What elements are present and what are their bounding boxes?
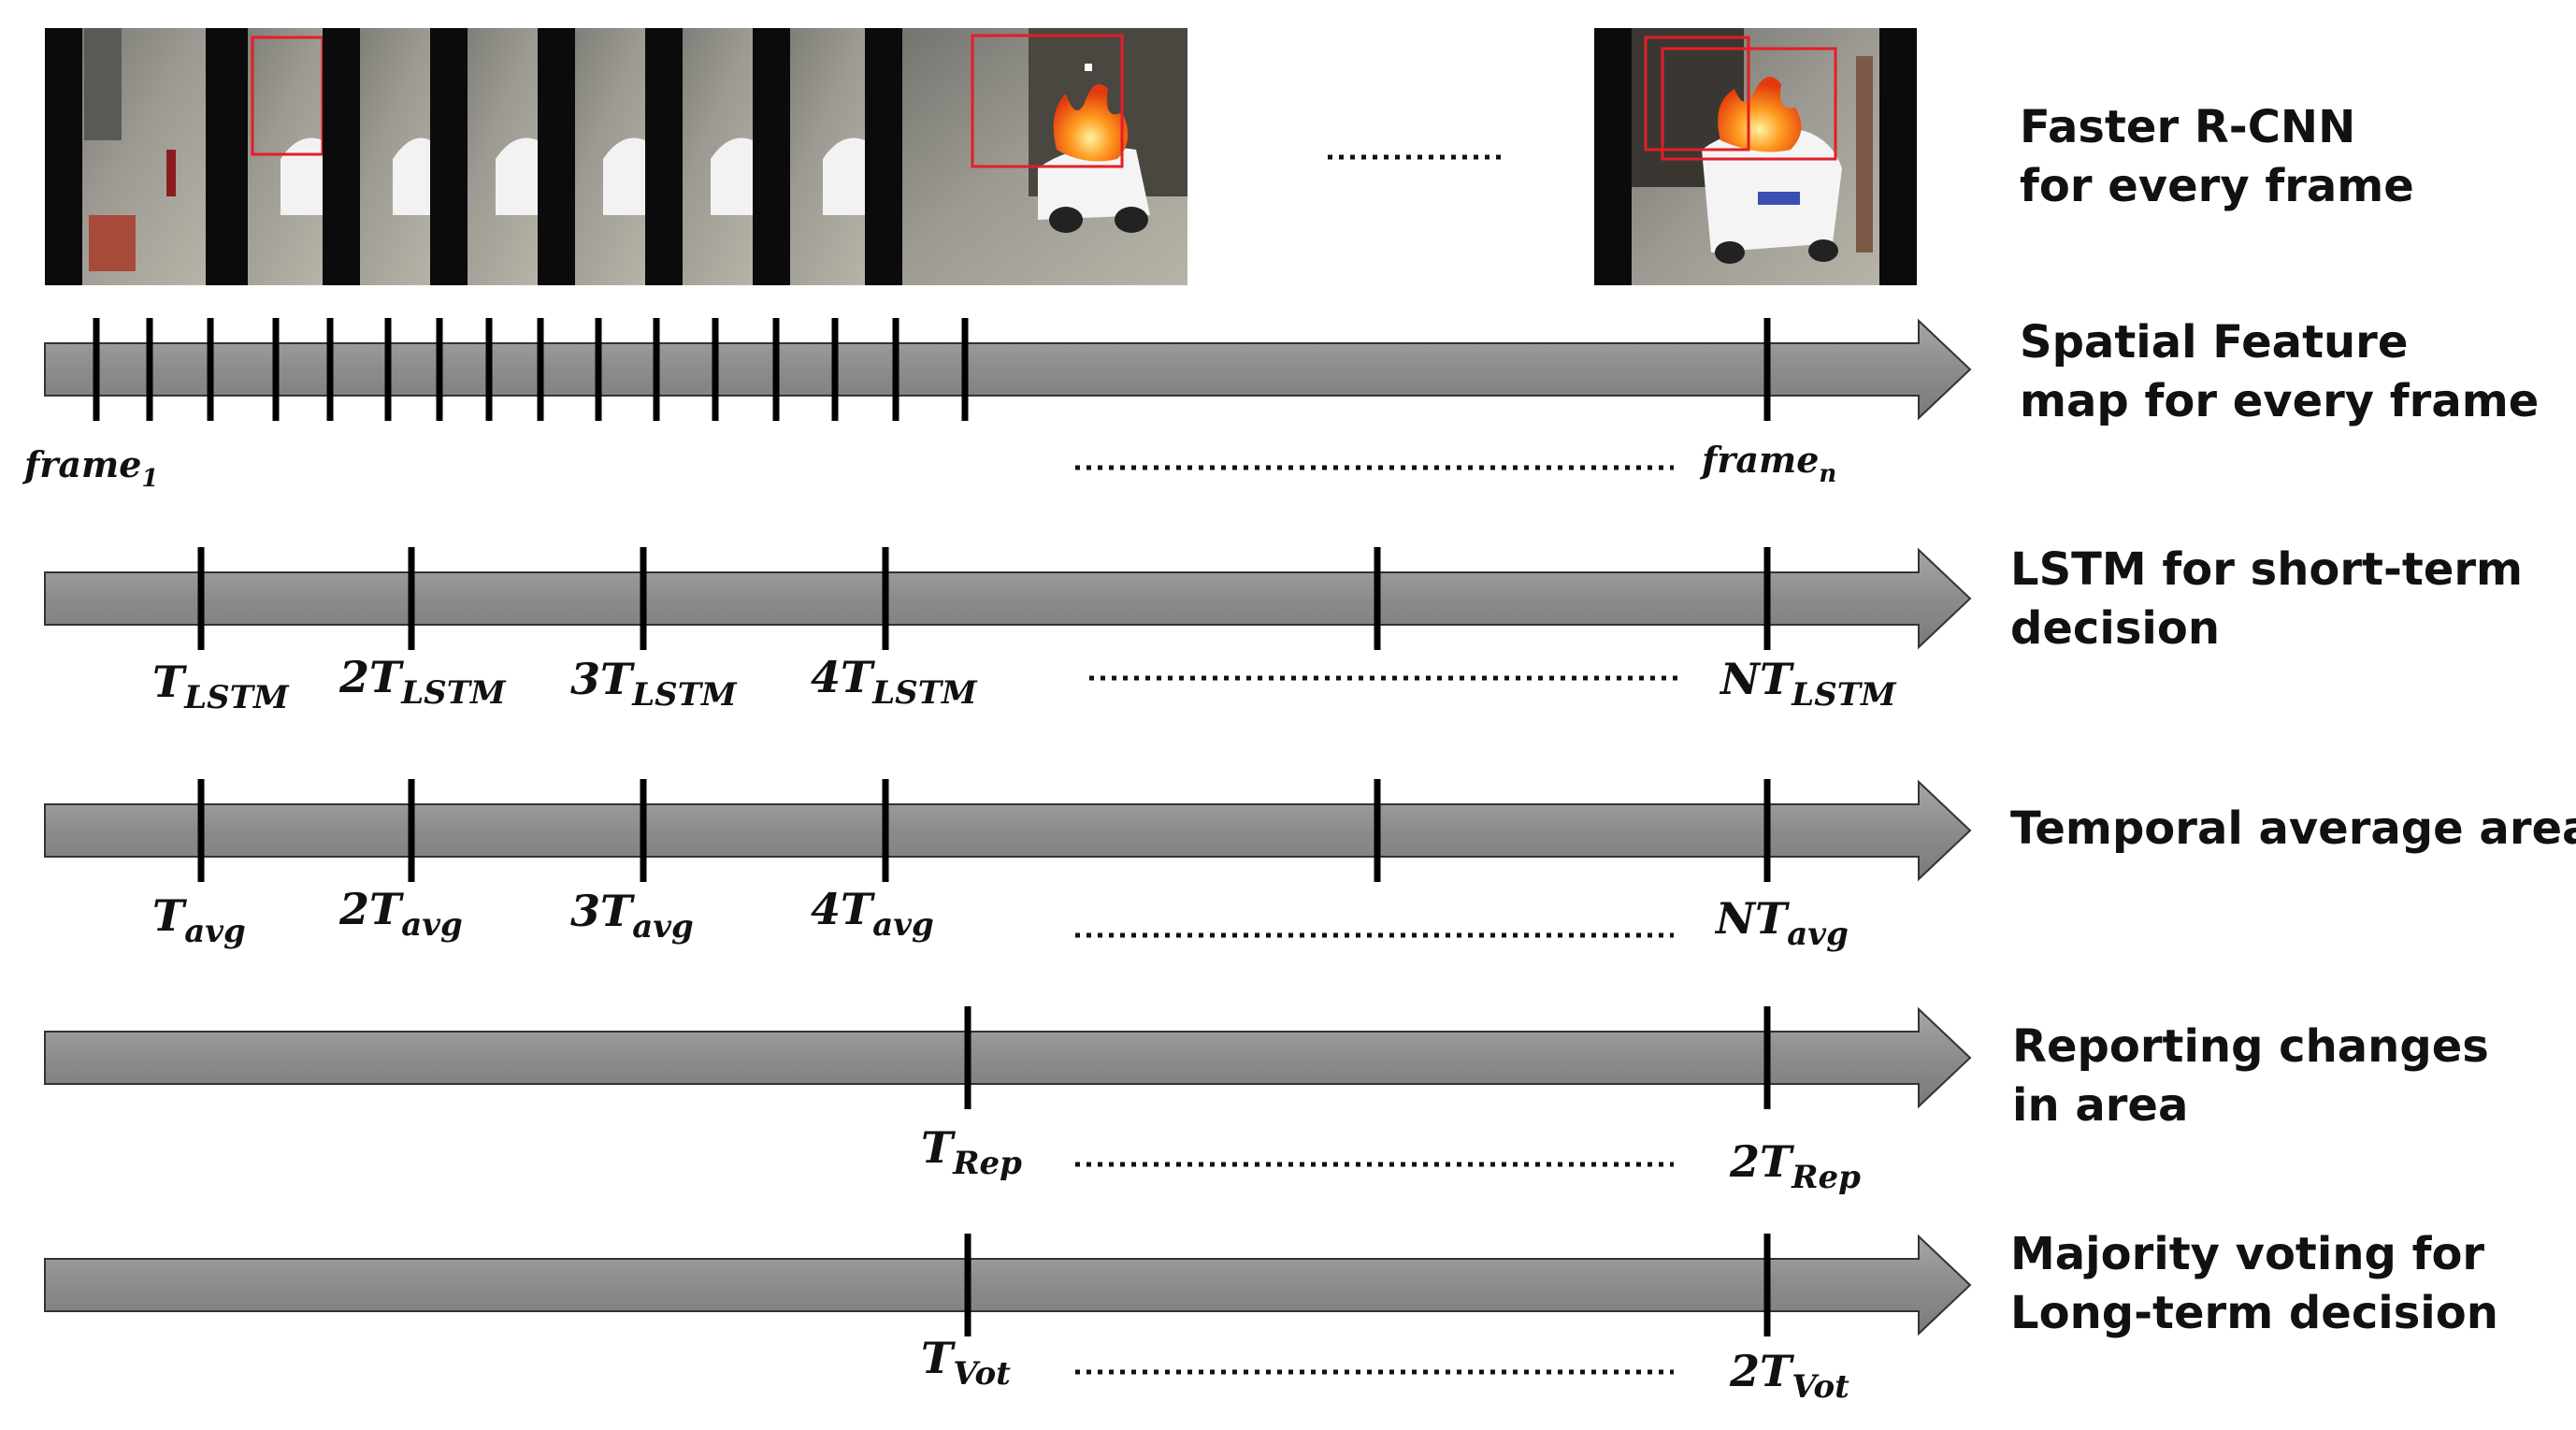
surveillance-frame-thumbnail (753, 28, 865, 285)
tick-label: TLSTM (152, 657, 290, 716)
tick-label: 3Tavg (570, 886, 694, 946)
fire-detection-box (971, 34, 1124, 168)
surveillance-frame-thumbnail (206, 28, 324, 285)
fire-icon (1053, 84, 1129, 162)
row-label-reporting-changes: Reporting changes in area (2012, 1020, 2505, 1132)
video-frames-strip (45, 28, 1917, 285)
surveillance-frame-thumbnail (645, 28, 753, 285)
row-labels: Faster R-CNN for every frame Spatial Fea… (2010, 101, 2576, 1339)
fire-detection-box (1644, 36, 1750, 152)
timeline-row-1: frame1 framen (22, 318, 1972, 493)
surveillance-frame-thumbnail (45, 28, 206, 285)
timeline-row-5: TVot 2TVot (44, 1234, 1972, 1406)
timeline-arrow (44, 547, 1972, 650)
surveillance-frame-thumbnail (430, 28, 538, 285)
tick-label: NTLSTM (1719, 654, 1897, 714)
tick-label: framen (1699, 439, 1836, 488)
surveillance-frame-thumbnail (538, 28, 645, 285)
tick-label: Tavg (152, 890, 246, 950)
timeline-row-3: Tavg 2Tavg 3Tavg 4Tavg NTavg (44, 779, 1972, 953)
tick-label: 2Tavg (338, 884, 463, 944)
row-label-faster-rcnn: Faster R-CNN for every frame (2020, 101, 2414, 212)
row-label-lstm: LSTM for short-term decision (2010, 543, 2539, 655)
tick-label: 2TLSTM (338, 652, 507, 712)
fire-icon (1718, 77, 1802, 152)
tick-label: frame1 (22, 443, 158, 493)
tick-label: 3TLSTM (570, 654, 738, 714)
fire-detection-box (1661, 47, 1837, 161)
burning-car-frame (1594, 28, 1917, 285)
tick-label: 4TLSTM (811, 652, 978, 712)
timeline-arrow (44, 1234, 1972, 1336)
tick-label: 4Tavg (811, 884, 934, 944)
surveillance-frame-thumbnail (865, 28, 1187, 285)
timeline-arrow (44, 318, 1972, 421)
tick-label: 2TRep (1729, 1136, 1861, 1196)
tick-label: TVot (921, 1333, 1011, 1393)
timeline-arrow (44, 1006, 1972, 1109)
tick-label: TRep (921, 1122, 1022, 1182)
row-label-temporal-average: Temporal average area (2010, 802, 2576, 855)
tick-label: 2TVot (1729, 1346, 1849, 1406)
row-label-majority-voting: Majority voting for Long-term decision (2010, 1228, 2500, 1339)
timeline-row-4: TRep 2TRep (44, 1006, 1972, 1196)
timeline-arrow (44, 779, 1972, 882)
surveillance-frame-thumbnail (323, 28, 430, 285)
row-label-spatial-feature: Spatial Feature map for every frame (2020, 316, 2539, 427)
timeline-row-2: TLSTM 2TLSTM 3TLSTM 4TLSTM NTLSTM (44, 547, 1972, 716)
tick-label: NTavg (1714, 893, 1849, 953)
